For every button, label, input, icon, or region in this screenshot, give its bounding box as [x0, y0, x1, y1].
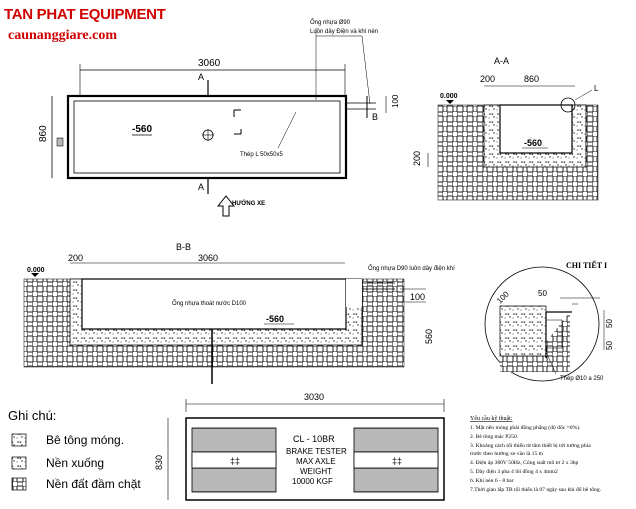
legend-swatch-soil [11, 477, 27, 491]
detail-i: CHI TIẾT I 100 50 50 50 Thép Ø10 a 250 [484, 260, 614, 382]
section-bb: B-B 200 3060 0.000 -560 Ống nhựa thoát n… [23, 242, 455, 384]
brand-name: TAN PHAT EQUIPMENT [4, 6, 166, 23]
detail-dim-100: 100 [495, 289, 511, 305]
plan-width-label: 3060 [198, 58, 221, 69]
plan-level-label: -560 [132, 124, 152, 135]
requirement-line: trước theo hướng xe vào là 15 m [470, 451, 544, 457]
detail-concrete [499, 305, 547, 357]
detail-dim-50-c: 50 [605, 341, 614, 350]
requirements-title: Yêu cầu kỹ thuật: [470, 415, 513, 422]
detail-dim-50-b: 50 [605, 319, 614, 328]
section-bb-wall-dim: 200 [68, 253, 83, 263]
legend: Ghi chú: Bê tông móng. Nền xuống Nền đất… [8, 408, 141, 491]
pipe-dimension: 100 [391, 94, 400, 108]
angle-note: Thép L 50x50x5 [240, 152, 283, 158]
machine-line2: BRAKE TESTER [286, 447, 347, 456]
section-aa-width-dim: 860 [524, 74, 539, 84]
section-bb-drain-note: Ống nhựa thoát nước D100 [172, 300, 247, 307]
section-bb-title: B-B [176, 242, 191, 252]
machine-width-dim: 830 [154, 455, 164, 470]
section-aa-callout: L [594, 84, 599, 93]
requirement-line: 5. Dây điện 3 pha 4 lõi đồng 4 x 4mm2 [470, 468, 558, 475]
detail-dim-50-a: 50 [538, 289, 547, 298]
machine-line5: 10000 KGF [292, 477, 333, 486]
section-bb-dim-100: 100 [410, 292, 425, 302]
section-mark-a-top: A [198, 72, 204, 82]
section-aa-wall-dim: 200 [480, 74, 495, 84]
section-bb-level-top: 0.000 [27, 267, 45, 274]
section-mark-b: B [372, 112, 378, 122]
section-bb-level-bottom: -560 [266, 314, 284, 324]
detail-title: CHI TIẾT I [566, 260, 607, 270]
legend-swatch-concrete [11, 433, 27, 447]
section-mark-a-bottom: A [198, 182, 204, 192]
pit-outline [66, 94, 348, 180]
plan-view: 3060 860 -560 A A B 100 Ống nhựa Ø90 Luồ… [38, 19, 400, 217]
roller-left-mark: ‡‡ [230, 456, 240, 466]
requirement-line: 1. Mặt nền móng phải đồng phẳng (độ dốc … [470, 424, 581, 431]
detail-steel-note: Thép Ø10 a 250 [560, 376, 604, 382]
section-aa-level-top: 0.000 [440, 93, 458, 100]
brand-website: caunanggiare.com [8, 28, 118, 43]
legend-swatch-base [11, 456, 27, 470]
requirement-line: 2. Bê tông mác P250. [470, 434, 519, 440]
requirement-line: 6. Khí nén 6 - 8 bar [470, 478, 514, 484]
machine-line4: WEIGHT [300, 467, 332, 476]
section-aa-pit [499, 104, 573, 154]
pipe-note-line1: Ống nhựa Ø90 [310, 19, 351, 26]
machine-drawing: 3030 830 ‡‡ ‡‡ CL - 10BR BRAKE TESTER MA… [154, 392, 445, 501]
requirements: Yêu cầu kỹ thuật: 1. Mặt nền móng phải đ… [470, 415, 602, 493]
direction-label: HƯỚNG XE [232, 199, 265, 207]
section-aa-title: A-A [494, 56, 509, 66]
roller-right-mark: ‡‡ [392, 456, 402, 466]
section-bb-pit [81, 278, 347, 330]
pipe-note-line2: Luồn dây Điện và khí nén [310, 29, 378, 35]
machine-model: CL - 10BR [293, 434, 335, 444]
requirement-line: 3. Khoảng cách tối thiểu từ tâm thiết bị… [470, 442, 591, 449]
section-aa-depth-dim: 200 [412, 151, 422, 166]
plan-height-label: 860 [38, 125, 49, 142]
legend-item-base: Nền xuống [46, 456, 104, 470]
machine-length-dim: 3030 [304, 392, 324, 402]
legend-item-soil: Nền đất đầm chặt [46, 477, 141, 491]
section-aa-level-bottom: -560 [524, 138, 542, 148]
legend-item-concrete: Bê tông móng. [46, 433, 124, 447]
legend-title: Ghi chú: [8, 408, 56, 423]
section-bb-length-dim: 3060 [198, 253, 218, 263]
direction-arrow-icon [216, 195, 236, 217]
section-bb-pipe-note: Ống nhựa D90 luồn dây điện khí [368, 265, 455, 272]
section-bb-dim-560: 560 [424, 329, 434, 344]
section-aa: A-A 200 860 0.000 -560 200 L [412, 56, 599, 201]
machine-line3: MAX AXLE [296, 457, 336, 466]
requirement-line: 7.Thời gian lắp TB tối thiểu là 07 ngày … [470, 486, 602, 493]
requirement-line: 4. Điện áp 380V 50Hz, Công suất mô tơ 2 … [470, 459, 579, 466]
